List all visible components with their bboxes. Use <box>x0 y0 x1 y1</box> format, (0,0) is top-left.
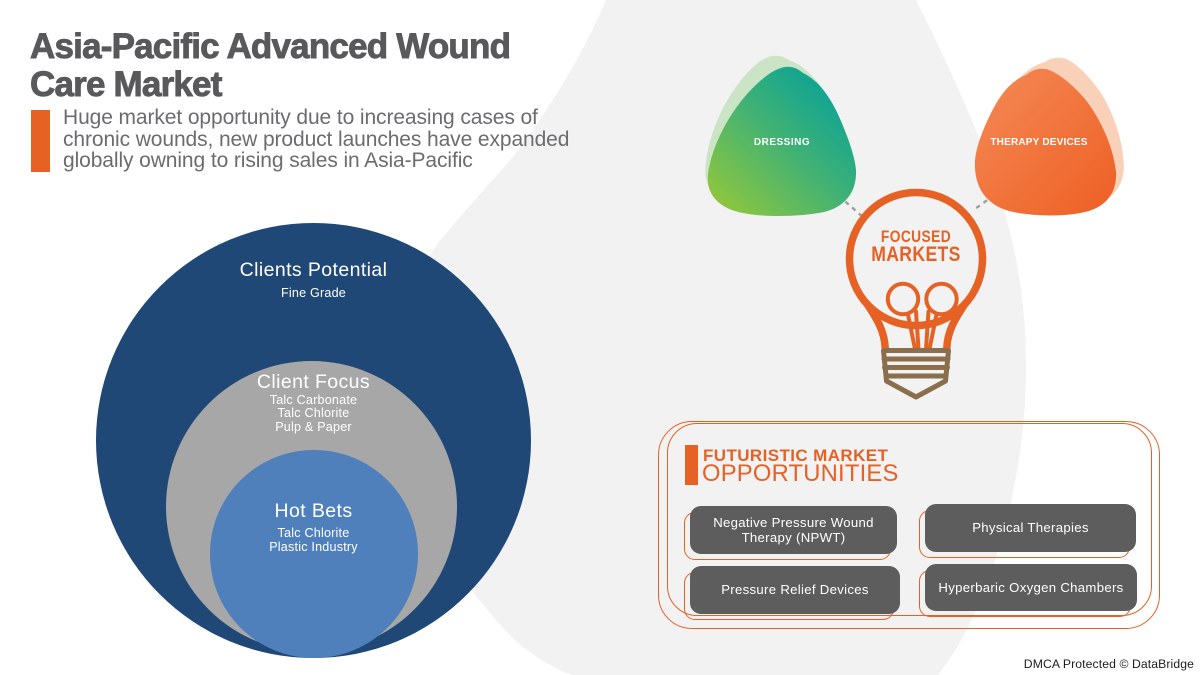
focused-markets-line1: FOCUSED <box>880 228 952 246</box>
opportunities-accent-bar <box>684 444 698 485</box>
opportunity-button-hyperbaric-oxygen[interactable]: Hyperbaric Oxygen Chambers <box>925 564 1137 611</box>
dressing-shape <box>707 66 857 216</box>
focused-markets-line2: MARKETS <box>871 242 961 266</box>
venn-middle-title: Client Focus <box>256 371 371 393</box>
opportunity-button-physical-therapies[interactable]: Physical Therapies <box>925 504 1136 552</box>
bulb-base <box>881 348 951 400</box>
dashed-connector-left <box>797 159 865 219</box>
page-subtitle: Huge market opportunity due to increasin… <box>63 107 569 172</box>
dmca-footer: DMCA Protected © DataBridge <box>1023 657 1194 671</box>
venn-outer-title: Clients Potential <box>239 258 388 281</box>
venn-inner-items: Talc Chlorite Plastic Industry <box>96 526 531 554</box>
dressing-label: DRESSING <box>753 137 811 148</box>
subtitle-line1: Huge market opportunity due to increasin… <box>63 106 538 129</box>
opportunities-heading-line1: FUTURISTIC MARKET <box>703 446 889 465</box>
therapy-shape <box>974 68 1117 216</box>
opportunity-button-pressure-relief[interactable]: Pressure Relief Devices <box>690 566 900 614</box>
therapy-devices-label: THERAPY DEVICES <box>990 137 1088 148</box>
venn-middle-item: Pulp & Paper <box>275 419 352 434</box>
subtitle-accent-bar <box>31 110 50 172</box>
page-title-line2: Care Market <box>30 65 223 104</box>
subtitle-line2: chronic wounds, new product launches hav… <box>63 127 570 151</box>
page-title: Asia-Pacific Advanced Wound Care Market <box>30 27 590 104</box>
venn-middle-item: Talc Chlorite <box>277 406 350 420</box>
venn-inner-item: Plastic Industry <box>269 539 358 554</box>
page-title-line1: Asia-Pacific Advanced Wound <box>30 27 512 66</box>
venn-inner-item: Talc Chlorite <box>277 526 350 540</box>
venn-outer-item: Fine Grade <box>281 286 346 300</box>
opportunities-heading-line2: OPPORTUNITIES <box>702 460 899 487</box>
dressing-shape-group <box>705 55 857 216</box>
venn-middle-items: Talc Carbonate Talc Chlorite Pulp & Pape… <box>96 392 531 435</box>
venn-inner-title: Hot Bets <box>274 500 353 522</box>
opportunity-button-npwt[interactable]: Negative Pressure Wound Therapy (NPWT) <box>690 506 897 554</box>
therapy-shape-group <box>974 57 1124 216</box>
lightbulb-icon <box>845 188 987 352</box>
opportunities-panel-outer-border <box>657 420 1160 629</box>
opportunities-panel-inner-border <box>666 423 1152 616</box>
venn-middle-item: Talc Carbonate <box>269 392 358 407</box>
venn-circle-hot-bets <box>210 450 418 658</box>
subtitle-line3: globally owning to rising sales in Asia-… <box>63 149 473 173</box>
bulb-filament <box>885 281 959 351</box>
